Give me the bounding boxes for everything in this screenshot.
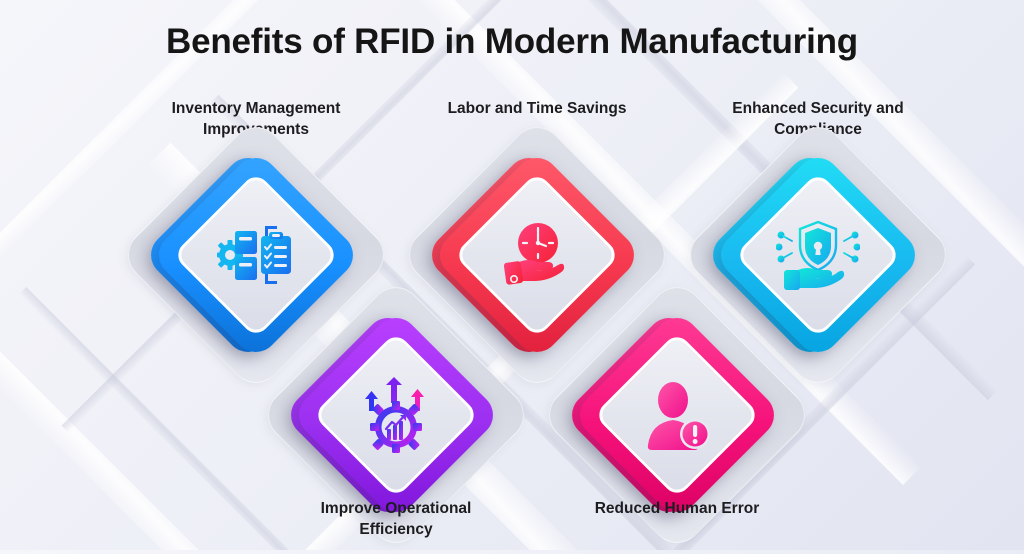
gear-growth-chart-arrows-icon: [281, 300, 511, 530]
hand-holding-clock-icon: [422, 140, 652, 370]
card-improve-operational-efficiency[interactable]: [257, 276, 535, 554]
label-line-1: Inventory Management: [171, 100, 341, 117]
card-enhanced-security-and-compliance[interactable]: [679, 116, 957, 394]
label-line-1: Enhanced Security and: [732, 100, 904, 117]
card-inventory-management-improvements[interactable]: [117, 116, 395, 394]
label-line-1: Labor and Time Savings: [447, 100, 627, 117]
inventory-boxes-gear-checklist-icon: [141, 140, 371, 370]
card-labor-and-time-savings[interactable]: [398, 116, 676, 394]
label-line-1: Reduced Human Error: [594, 500, 760, 517]
user-alert-icon: [562, 300, 792, 530]
label-line-1: Improve Operational: [320, 500, 472, 517]
label-line-2: Efficiency: [359, 520, 433, 538]
hand-holding-shield-lock-icon: [703, 140, 933, 370]
card-label-labor-and-time-savings: Labor and Time Savings: [387, 99, 687, 120]
card-label-reduced-human-error: Reduced Human Error: [527, 499, 827, 520]
card-reduced-human-error[interactable]: [538, 276, 816, 554]
page-title: Benefits of RFID in Modern Manufacturing: [166, 22, 858, 61]
card-label-improve-operational-efficiency: Improve Operational Efficiency: [246, 499, 546, 541]
